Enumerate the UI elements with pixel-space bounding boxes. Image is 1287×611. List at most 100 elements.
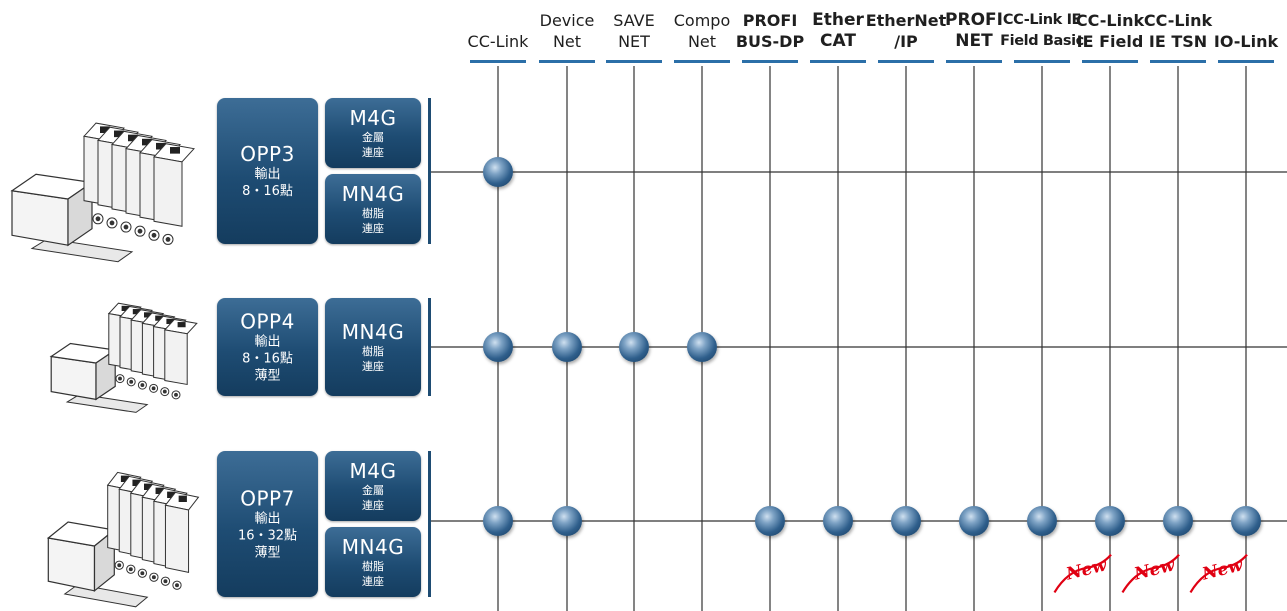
network-header-text: IE Field [1076, 32, 1144, 51]
valve-detail: 連座 [362, 360, 384, 373]
compatibility-node [552, 506, 582, 536]
valve-detail: 連座 [362, 575, 384, 588]
network-header: EtherNet/IP [861, 10, 951, 63]
network-header-text: NET [618, 32, 650, 51]
network-header-underline [810, 60, 866, 63]
network-header-text: Device [539, 11, 595, 30]
network-header-text: IO-Link [1213, 32, 1279, 51]
network-header: IO-Link [1201, 31, 1287, 63]
valve-detail: 連座 [362, 146, 384, 159]
new-badge: New [1189, 553, 1248, 593]
network-header-text: NET [955, 31, 993, 51]
new-badge: New [1121, 553, 1180, 593]
network-header: CC-Link IE Field [1065, 10, 1155, 63]
new-swoosh-icon [1121, 553, 1180, 593]
valve-name: MN4G [341, 320, 405, 344]
network-header: CC-Link [453, 31, 543, 63]
new-swoosh-icon [1053, 553, 1112, 593]
valve-detail: 樹脂 [362, 560, 384, 573]
compatibility-node [1027, 506, 1057, 536]
valve-name: M4G [349, 459, 397, 483]
compatibility-node [823, 506, 853, 536]
network-header-underline [946, 60, 1002, 63]
compatibility-node [891, 506, 921, 536]
network-header-text: Ether [812, 10, 864, 30]
network-header-underline [1150, 60, 1206, 63]
valve-name: MN4G [341, 182, 405, 206]
network-header-text: CC-Link [1143, 11, 1213, 30]
network-header-text: CC-Link [1075, 11, 1145, 30]
new-badge: New [1053, 553, 1112, 593]
valve-detail: 金屬 [362, 131, 384, 144]
valve-detail: 連座 [362, 222, 384, 235]
network-header-text: Net [687, 32, 717, 51]
product-detail: 輸出 [254, 334, 281, 350]
network-header-underline [1014, 60, 1070, 63]
network-header-text: Net [552, 32, 582, 51]
compatibility-node [619, 332, 649, 362]
network-header: SAVE NET [589, 10, 679, 63]
product-bracket [428, 298, 431, 396]
product-detail: 薄型 [254, 368, 281, 384]
compatibility-node [959, 506, 989, 536]
product-detail: 8・16點 [242, 351, 293, 367]
compatibility-node [1231, 506, 1261, 536]
network-header-text: CC-Link IE [1002, 12, 1082, 28]
network-header-underline [674, 60, 730, 63]
network-header-text: /IP [894, 32, 918, 51]
network-header-text: Compo [673, 11, 731, 30]
product-bracket [428, 451, 431, 597]
network-header-text: PROFI [945, 10, 1003, 30]
product-detail: 8・16點 [242, 184, 293, 199]
compatibility-node [755, 506, 785, 536]
network-header-underline [878, 60, 934, 63]
valve-detail: 樹脂 [362, 345, 384, 358]
network-header-underline [470, 60, 526, 63]
product-model: OPP4 [240, 309, 295, 334]
manifold-device-image-1 [10, 122, 195, 263]
compatibility-node [552, 332, 582, 362]
network-header: CC-Link IE TSN [1133, 10, 1223, 63]
product-model: OPP3 [240, 142, 295, 166]
valve-detail: 金屬 [362, 484, 384, 497]
network-header-underline [1082, 60, 1138, 63]
product-detail: 輸出 [254, 511, 281, 527]
manifold-device-image-3 [46, 471, 200, 608]
network-header-text: BUS-DP [735, 32, 805, 51]
compatibility-node [1095, 506, 1125, 536]
network-header-underline [606, 60, 662, 63]
network-header-text: SAVE [613, 11, 655, 30]
product-bracket [428, 98, 431, 244]
valve-name: MN4G [341, 535, 405, 559]
product-detail: 薄型 [254, 545, 281, 561]
product-detail: 輸出 [254, 167, 281, 182]
product-detail: 16・32點 [237, 528, 298, 544]
network-header-text: EtherNet [865, 11, 947, 30]
network-header-underline [1218, 60, 1274, 63]
new-swoosh-icon [1189, 553, 1248, 593]
compatibility-node [483, 332, 513, 362]
compatibility-node [483, 157, 513, 187]
network-header-underline [742, 60, 798, 63]
network-header-text: Field Basic [1000, 33, 1084, 49]
network-header-underline [539, 60, 595, 63]
network-header-text: PROFI [742, 11, 798, 30]
valve-name: M4G [349, 106, 397, 130]
network-header-text: IE TSN [1148, 32, 1208, 51]
product-model: OPP7 [240, 486, 295, 511]
network-header-text: CAT [820, 31, 856, 51]
compatibility-node [483, 506, 513, 536]
network-header-text: CC-Link [467, 32, 529, 51]
